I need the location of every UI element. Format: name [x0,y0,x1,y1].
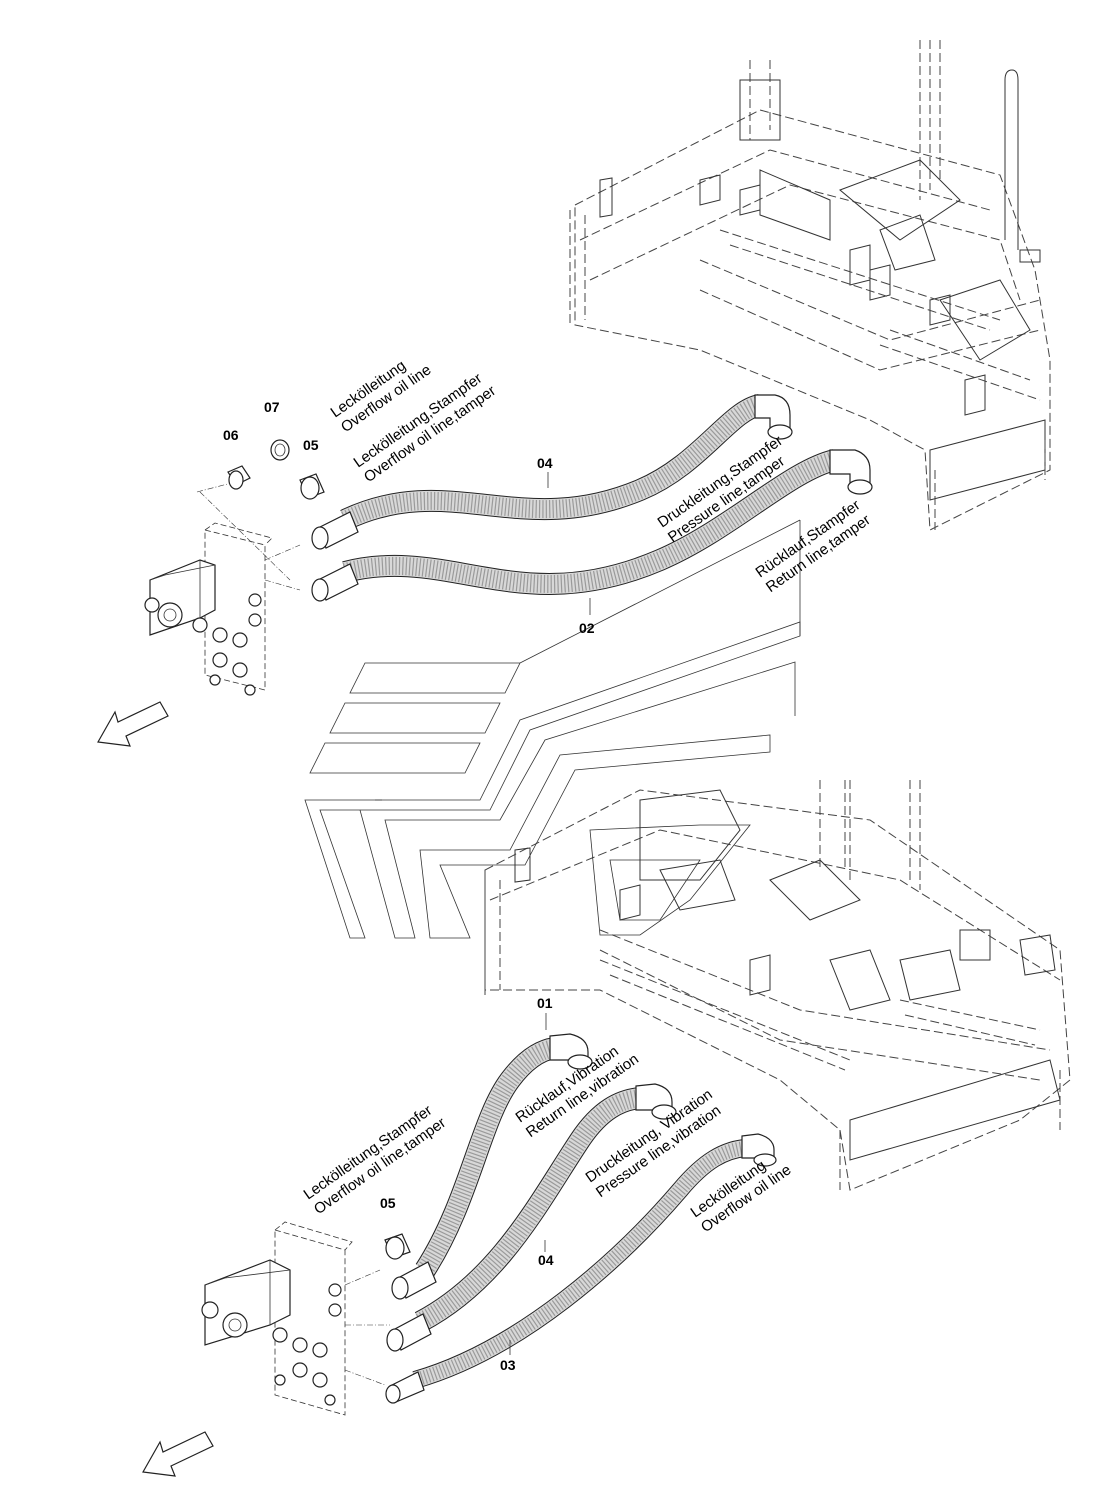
hose-04-top [311,394,793,550]
top-machine-frame [569,40,1051,531]
callout-07: 07 [264,399,280,415]
callout-05-top: 05 [303,437,319,453]
callout-04-bottom: 04 [538,1252,554,1268]
brand-logo [304,621,801,939]
port-fitting-icon [157,602,183,628]
cap-06-icon [227,465,251,490]
callout-01: 01 [537,995,553,1011]
top-valve-block [144,481,301,696]
label-bot-overflow-tamper-de: Leckölleitung,Stampfer [301,1102,436,1203]
nut-05-bottom-icon [384,1233,411,1260]
hose-02-top [311,449,873,602]
callout-04-top: 04 [537,455,553,471]
top-small-parts [227,439,325,500]
hose-03 [385,1133,777,1404]
callout-03: 03 [500,1357,516,1373]
port-fitting-icon [222,1312,248,1338]
label-bot-overflow-tamper: Leckölleitung,Stampfer Overflow oil line… [301,1102,449,1218]
bottom-machine-frame [484,780,1071,1191]
callout-06: 06 [223,427,239,443]
hose-04-bottom [386,1083,677,1352]
label-top-return-tamper: Rücklauf,Stampfer Return line,tamper [753,497,874,596]
callout-05-bottom: 05 [380,1195,396,1211]
hose-01 [391,1033,593,1300]
arrow-down-left-icon [97,701,169,747]
arrow-down-left-icon [142,1431,214,1477]
nut-05-top-icon [299,473,325,500]
washer-07-icon [270,439,290,461]
bottom-valve-block [201,1221,390,1416]
callout-02: 02 [579,620,595,636]
